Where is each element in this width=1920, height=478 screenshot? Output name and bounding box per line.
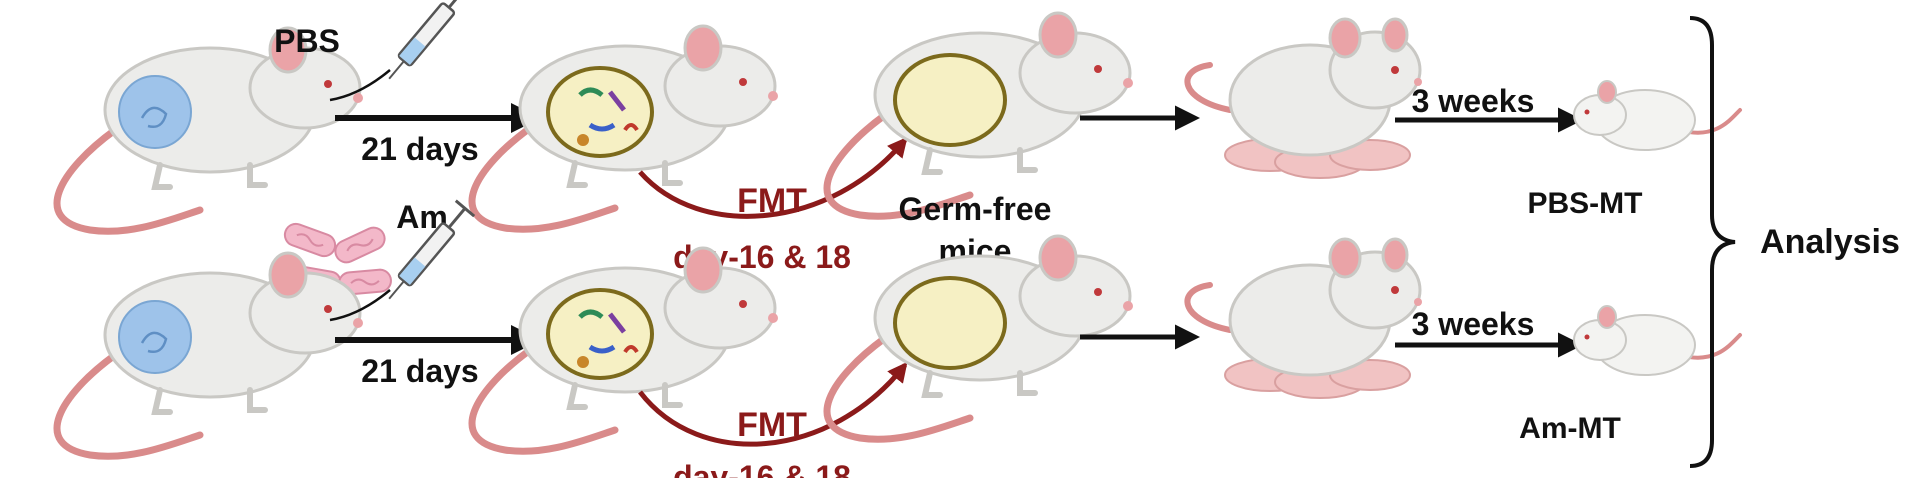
group-label-top: PBS-MT [1528, 187, 1643, 220]
analysis-brace [1689, 16, 1736, 468]
days-label-top: 21 days [361, 131, 478, 167]
germ-free-mouse-icon-bottom [827, 236, 1133, 439]
mother-with-pups-icon [1187, 19, 1422, 178]
fmt-arrow-top [638, 136, 908, 219]
pregnant-mouse-icon [57, 28, 363, 231]
pregnant-mouse-icon-bottom [57, 253, 363, 456]
fmt-arrow-bottom [638, 361, 908, 447]
microbiota-mouse-icon [472, 26, 778, 229]
fmt-days-label-bottom: day-16 & 18 [673, 459, 851, 478]
group-label-bottom: Am-MT [1519, 412, 1621, 445]
weeks-label-top: 3 weeks [1412, 83, 1535, 119]
analysis-label: Analysis [1760, 223, 1900, 261]
syringe-icon [329, 0, 476, 102]
offspring-mouse-icon [1572, 79, 1742, 152]
pbs-label: PBS [274, 23, 340, 59]
fmt-label-top: FMT [737, 182, 807, 220]
microbiota-mouse-icon-bottom [472, 248, 778, 451]
germ-free-label-line1: Germ-free [899, 191, 1052, 227]
weeks-label-bottom: 3 weeks [1412, 306, 1535, 342]
fmt-label-bottom: FMT [737, 406, 807, 444]
offspring-mouse-icon-bottom [1572, 304, 1742, 377]
germ-free-mouse-icon [827, 13, 1133, 216]
syringe-icon-bottom [329, 199, 476, 322]
mother-with-pups-icon-bottom [1187, 239, 1422, 398]
days-label-bottom: 21 days [361, 353, 478, 389]
